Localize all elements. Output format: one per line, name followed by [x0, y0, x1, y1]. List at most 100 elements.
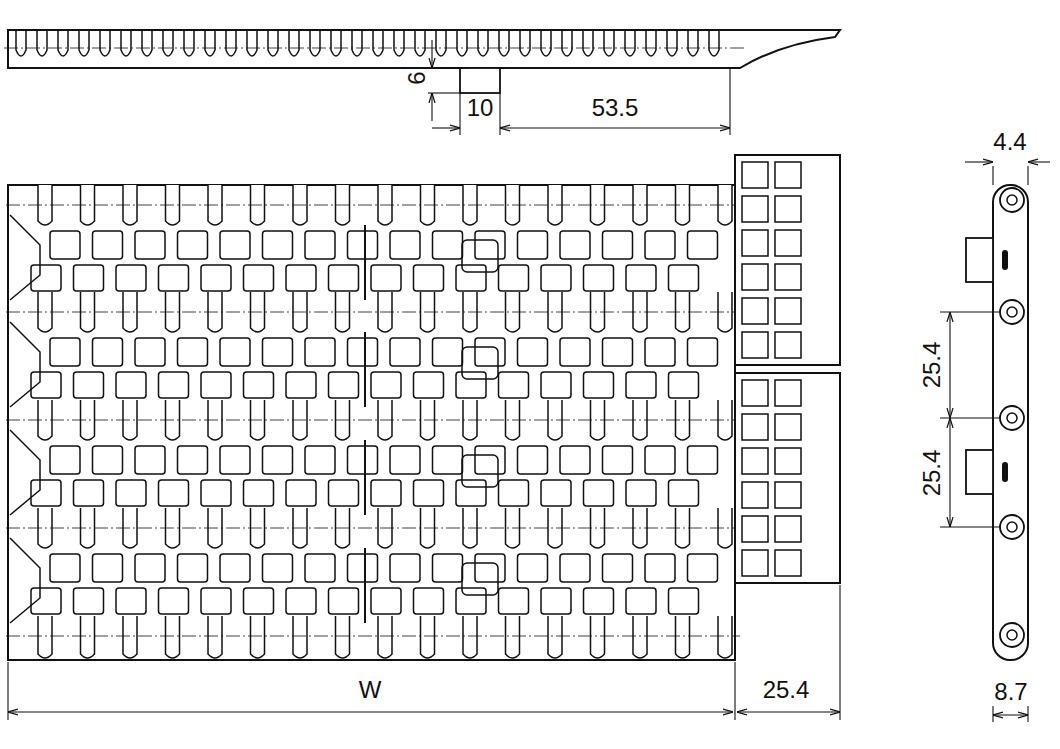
- snap-detail: [462, 347, 498, 379]
- belt-cell: [475, 554, 505, 582]
- side-cell: [775, 516, 801, 542]
- belt-cell: [475, 338, 505, 366]
- hinge-knuckle: [166, 616, 180, 658]
- belt-cell: [93, 446, 123, 474]
- dimension-value: 25.4: [920, 448, 944, 499]
- side-cell: [742, 162, 768, 188]
- belt-cell: [560, 554, 590, 582]
- belt-cell: [220, 231, 250, 259]
- module-joint: [364, 225, 366, 300]
- dimension-value: 8.7: [992, 680, 1029, 704]
- side-cell: [775, 448, 801, 474]
- belt-cell: [286, 372, 316, 398]
- belt-cell: [560, 446, 590, 474]
- module-joint: [364, 332, 366, 407]
- dimension-line: [8, 711, 733, 712]
- side-cell: [742, 414, 768, 440]
- profile-slot: [331, 31, 341, 56]
- center-line: [4, 48, 745, 49]
- belt-cell: [50, 338, 80, 366]
- side-cell: [775, 550, 801, 576]
- belt-cell: [626, 372, 656, 398]
- hinge-knuckle: [463, 616, 477, 658]
- side-cell: [775, 414, 801, 440]
- profile-outline: [8, 30, 840, 68]
- hinge-knuckle: [633, 616, 647, 658]
- belt-cell: [390, 231, 420, 259]
- belt-cell: [93, 231, 123, 259]
- hinge-knuckle: [208, 616, 222, 658]
- belt-cell: [135, 338, 165, 366]
- hinge-axis: [6, 205, 740, 206]
- profile-slot: [394, 31, 404, 56]
- belt-cell: [603, 446, 633, 474]
- side-module: [735, 155, 840, 365]
- hinge-knuckle: [378, 616, 392, 658]
- hinge-hole: [1000, 188, 1024, 212]
- profile-slot: [604, 31, 614, 56]
- hinge-knuckle: [506, 616, 520, 658]
- belt-cell: [433, 446, 463, 474]
- belt-cell: [499, 480, 529, 506]
- belt-cell: [669, 372, 699, 398]
- end-tab: [966, 238, 993, 282]
- belt-cell: [560, 338, 590, 366]
- edge-guide: [10, 215, 40, 300]
- hinge-pin: [1007, 195, 1017, 205]
- edge-guide: [10, 322, 40, 407]
- profile-slot: [562, 31, 572, 56]
- belt-cell: [541, 588, 571, 614]
- side-cell: [742, 298, 768, 324]
- dimension-value: 53.5: [590, 96, 641, 120]
- extension-line: [992, 166, 993, 185]
- belt-cell: [645, 231, 675, 259]
- profile-slot: [709, 31, 719, 56]
- belt-cell: [414, 480, 444, 506]
- profile-slot: [457, 31, 467, 56]
- belt-cell: [688, 554, 718, 582]
- side-profile: [4, 30, 840, 93]
- side-cell: [775, 230, 801, 256]
- belt-cell: [541, 265, 571, 291]
- extension-line: [7, 662, 8, 720]
- edge-guide: [10, 538, 40, 623]
- belt-cell: [220, 446, 250, 474]
- profile-slot: [667, 31, 677, 56]
- side-cell: [775, 482, 801, 508]
- hinge-axis: [6, 420, 740, 421]
- end-tab: [966, 450, 993, 494]
- module-joint: [364, 548, 366, 623]
- hinge-pin: [1007, 522, 1017, 532]
- belt-cell: [178, 554, 208, 582]
- belt-cell: [603, 338, 633, 366]
- profile-slot: [352, 31, 362, 56]
- profile-slot: [205, 31, 215, 56]
- belt-cell: [584, 588, 614, 614]
- hinge-pin: [1007, 307, 1017, 317]
- dimension-line: [737, 711, 840, 712]
- belt-cell: [244, 588, 274, 614]
- dimension-value: 25.4: [761, 678, 812, 702]
- hinge-knuckle: [251, 616, 265, 658]
- belt-cell: [371, 265, 401, 291]
- belt-cell: [603, 554, 633, 582]
- hinge-axis: [6, 528, 740, 529]
- hinge-knuckle: [548, 616, 562, 658]
- belt-cell: [244, 480, 274, 506]
- belt-cell: [178, 446, 208, 474]
- belt-cell: [159, 372, 189, 398]
- extension-line: [729, 68, 730, 135]
- profile-slot: [184, 31, 194, 56]
- belt-cell: [329, 265, 359, 291]
- dimension-line: [431, 93, 432, 121]
- dimension-line: [431, 40, 432, 68]
- side-cell: [742, 230, 768, 256]
- profile-slot: [247, 31, 257, 56]
- belt-cell: [220, 338, 250, 366]
- belt-cell: [74, 588, 104, 614]
- profile-tab: [460, 68, 500, 93]
- belt-cell: [74, 480, 104, 506]
- dimension-line: [965, 161, 993, 162]
- belt-cell: [499, 265, 529, 291]
- belt-cell: [414, 588, 444, 614]
